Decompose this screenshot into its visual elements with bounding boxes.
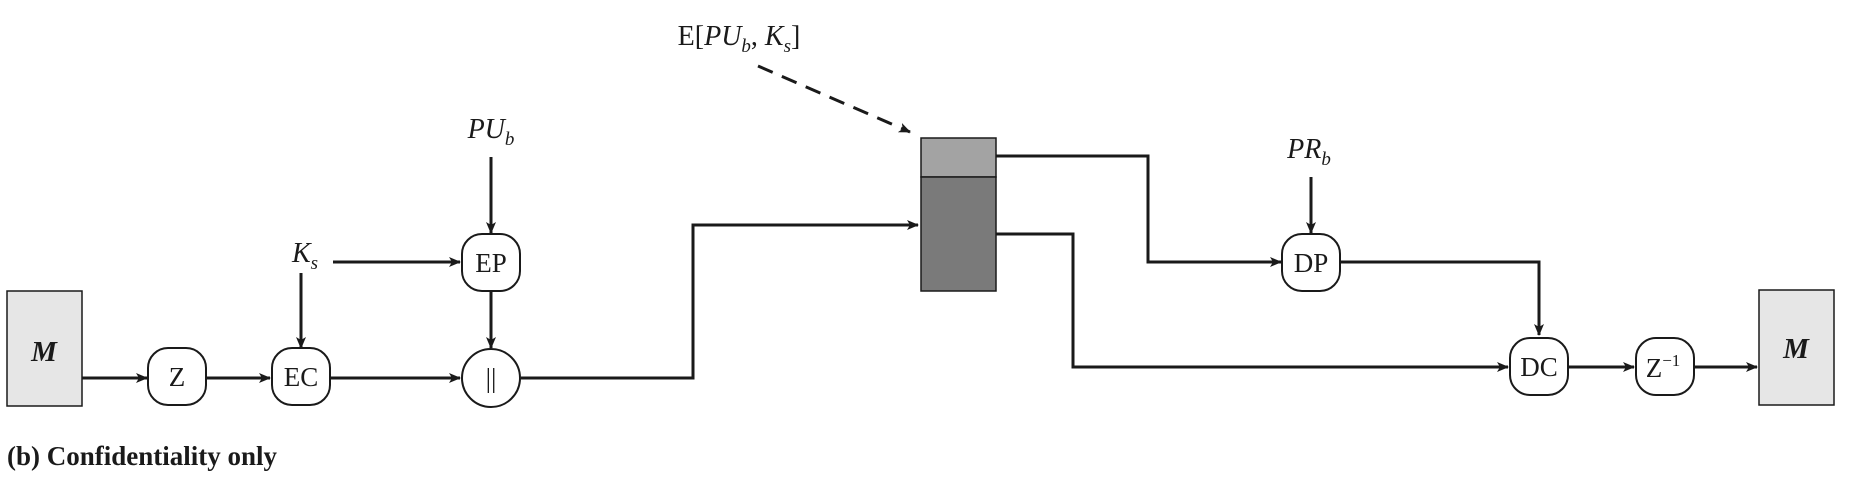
session-key-label: Ks: [291, 238, 318, 274]
arrow-envelope-dashed: [757, 64, 911, 134]
message-input-label: M: [30, 336, 58, 368]
arrow-concat-to-packet: [521, 220, 919, 380]
arrow-packet-body-to-dc: [996, 232, 1509, 372]
node-encrypt-conventional-label: EC: [284, 362, 319, 392]
message-output-label: M: [1782, 333, 1810, 365]
encrypted-packet: [920, 137, 997, 292]
node-compress-label: Z: [169, 362, 186, 392]
node-encrypt-public: EP: [461, 233, 521, 292]
node-concatenate-label: ||: [486, 363, 497, 393]
arrow-packet-header-to-dp: [996, 154, 1282, 267]
packet-header: [920, 137, 997, 178]
node-encrypt-conventional: EC: [271, 347, 331, 406]
figure-caption: (b) Confidentiality only: [7, 441, 278, 471]
arrow-dp-to-dc: [1341, 260, 1544, 336]
node-decrypt-public-label: DP: [1294, 248, 1329, 278]
node-compress: Z: [147, 347, 207, 406]
connection-lines: [82, 64, 1758, 383]
envelope-label: E[PUb, Ks]: [678, 21, 801, 57]
node-decrypt-conventional: DC: [1509, 337, 1569, 396]
private-key-label: PRb: [1286, 134, 1331, 170]
node-decrypt-conventional-label: DC: [1520, 352, 1558, 382]
node-concatenate: ||: [461, 348, 521, 408]
packet-body: [920, 176, 997, 292]
node-decompress: Z−1: [1635, 337, 1695, 396]
public-key-label: PUb: [467, 114, 515, 150]
message-output-box: M: [1758, 289, 1835, 406]
message-input-box: M: [6, 290, 83, 407]
node-decrypt-public: DP: [1281, 233, 1341, 292]
node-decompress-label: Z−1: [1646, 351, 1681, 383]
node-encrypt-public-label: EP: [475, 248, 507, 278]
